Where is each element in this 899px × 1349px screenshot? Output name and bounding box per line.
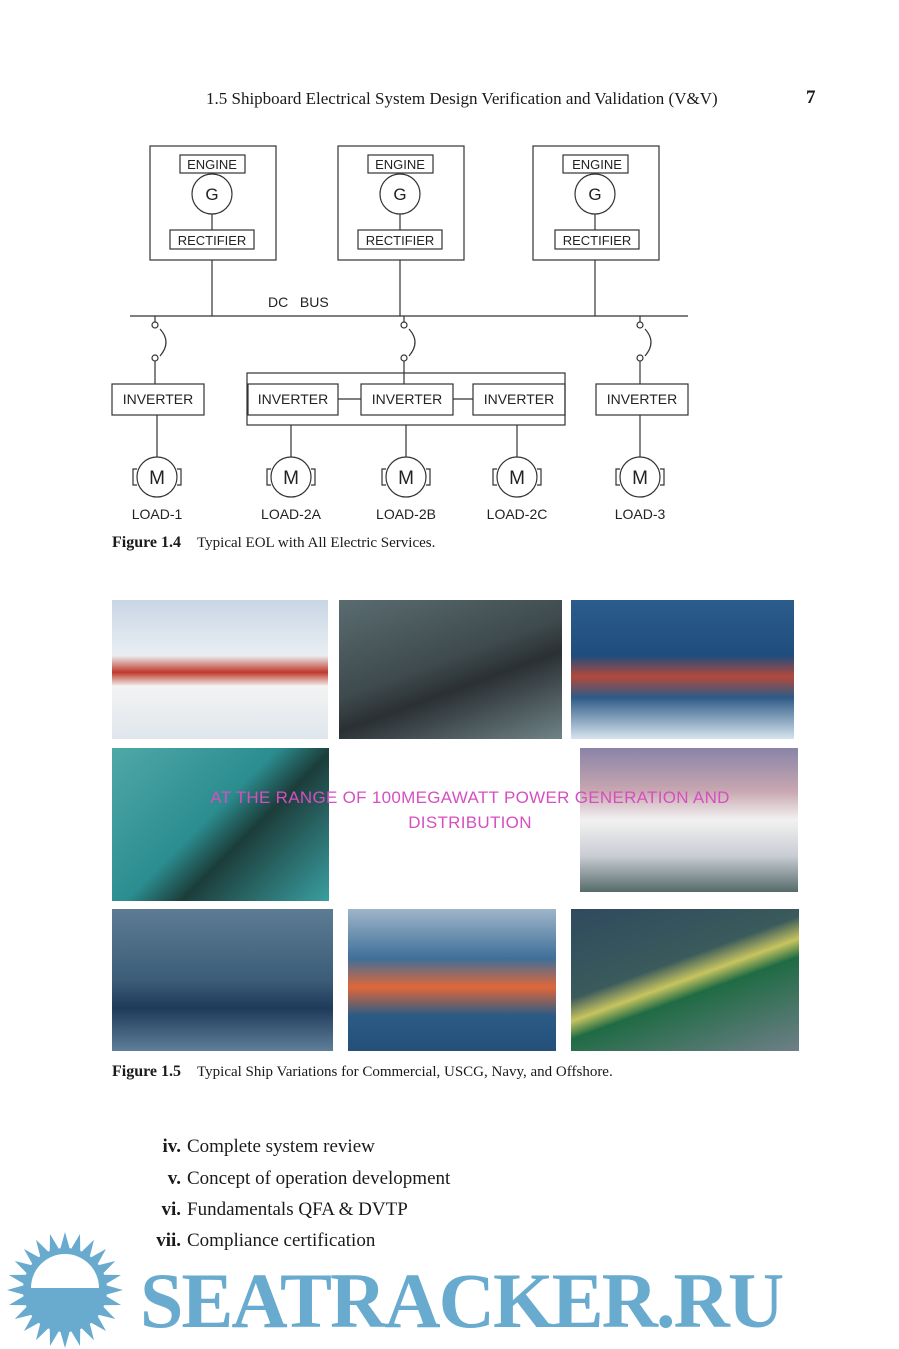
photo-cruise-ship [580, 748, 798, 892]
motor-load-1: M LOAD-1 [132, 456, 183, 522]
photo-lng-carrier [348, 909, 556, 1051]
photo-tanker-aerial [112, 748, 329, 901]
rectifier-label: RECTIFIER [178, 233, 247, 248]
engine-label: ENGINE [187, 157, 237, 172]
photo-tanker-sea [571, 600, 794, 739]
photo-lng-terminal [571, 909, 799, 1051]
generator-label: G [588, 185, 601, 204]
engine-label: ENGINE [572, 157, 622, 172]
generator-set-1: ENGINE G RECTIFIER [149, 145, 277, 261]
list-item: v.Concept of operation development [167, 1168, 451, 1189]
watermark-sun-icon [7, 1232, 123, 1348]
generator-label: G [393, 185, 406, 204]
rectifier-label: RECTIFIER [563, 233, 632, 248]
running-header: 1.5 Shipboard Electrical System Design V… [206, 89, 718, 108]
generator-set-2: ENGINE G RECTIFIER [337, 145, 465, 261]
load-label: LOAD-2B [376, 506, 436, 522]
watermark-text: SEATRACKER.RU [140, 1257, 784, 1344]
load-label: LOAD-3 [615, 506, 666, 522]
svg-text:M: M [632, 468, 648, 489]
motor-load-2a: M LOAD-2A [261, 456, 322, 522]
engine-label: ENGINE [375, 157, 425, 172]
photo-navy-destroyer [339, 600, 562, 739]
inverter-label: INVERTER [123, 391, 194, 407]
svg-text:M: M [283, 468, 299, 489]
list-item: vi.Fundamentals QFA & DVTP [161, 1199, 408, 1220]
breaker-2 [400, 316, 416, 384]
rectifier-label: RECTIFIER [366, 233, 435, 248]
generator-set-3: ENGINE G RECTIFIER [532, 145, 660, 261]
list-item: iv.Complete system review [162, 1136, 375, 1157]
eol-diagram: ENGINE G RECTIFIER ENGINE G RECTIFIER ENGINE… [111, 145, 689, 522]
breaker-1 [151, 316, 167, 384]
motor-load-2c: M LOAD-2C [487, 456, 548, 522]
load-label: LOAD-2C [487, 506, 548, 522]
load-label: LOAD-1 [132, 506, 183, 522]
motor-load-2b: M LOAD-2B [376, 456, 436, 522]
inverter-label: INVERTER [607, 391, 678, 407]
svg-text:M: M [149, 468, 165, 489]
motor-load-3: M LOAD-3 [615, 456, 666, 522]
svg-text:M: M [398, 468, 414, 489]
inverter-label: INVERTER [372, 391, 443, 407]
breaker-3 [636, 316, 652, 384]
inverter-label: INVERTER [258, 391, 329, 407]
inverter-label: INVERTER [484, 391, 555, 407]
page-number: 7 [806, 87, 816, 108]
photo-offshore-vessel [112, 909, 333, 1051]
collage-overlay-text: AT THE RANGE OF 100MEGAWATT POWER GENERA… [210, 788, 730, 832]
generator-label: G [205, 185, 218, 204]
svg-text:M: M [509, 468, 525, 489]
photo-icebreaker [112, 600, 328, 739]
dc-bus-label: DC BUS [268, 294, 329, 310]
list-item: vii.Compliance certification [156, 1230, 376, 1251]
load-label: LOAD-2A [261, 506, 322, 522]
